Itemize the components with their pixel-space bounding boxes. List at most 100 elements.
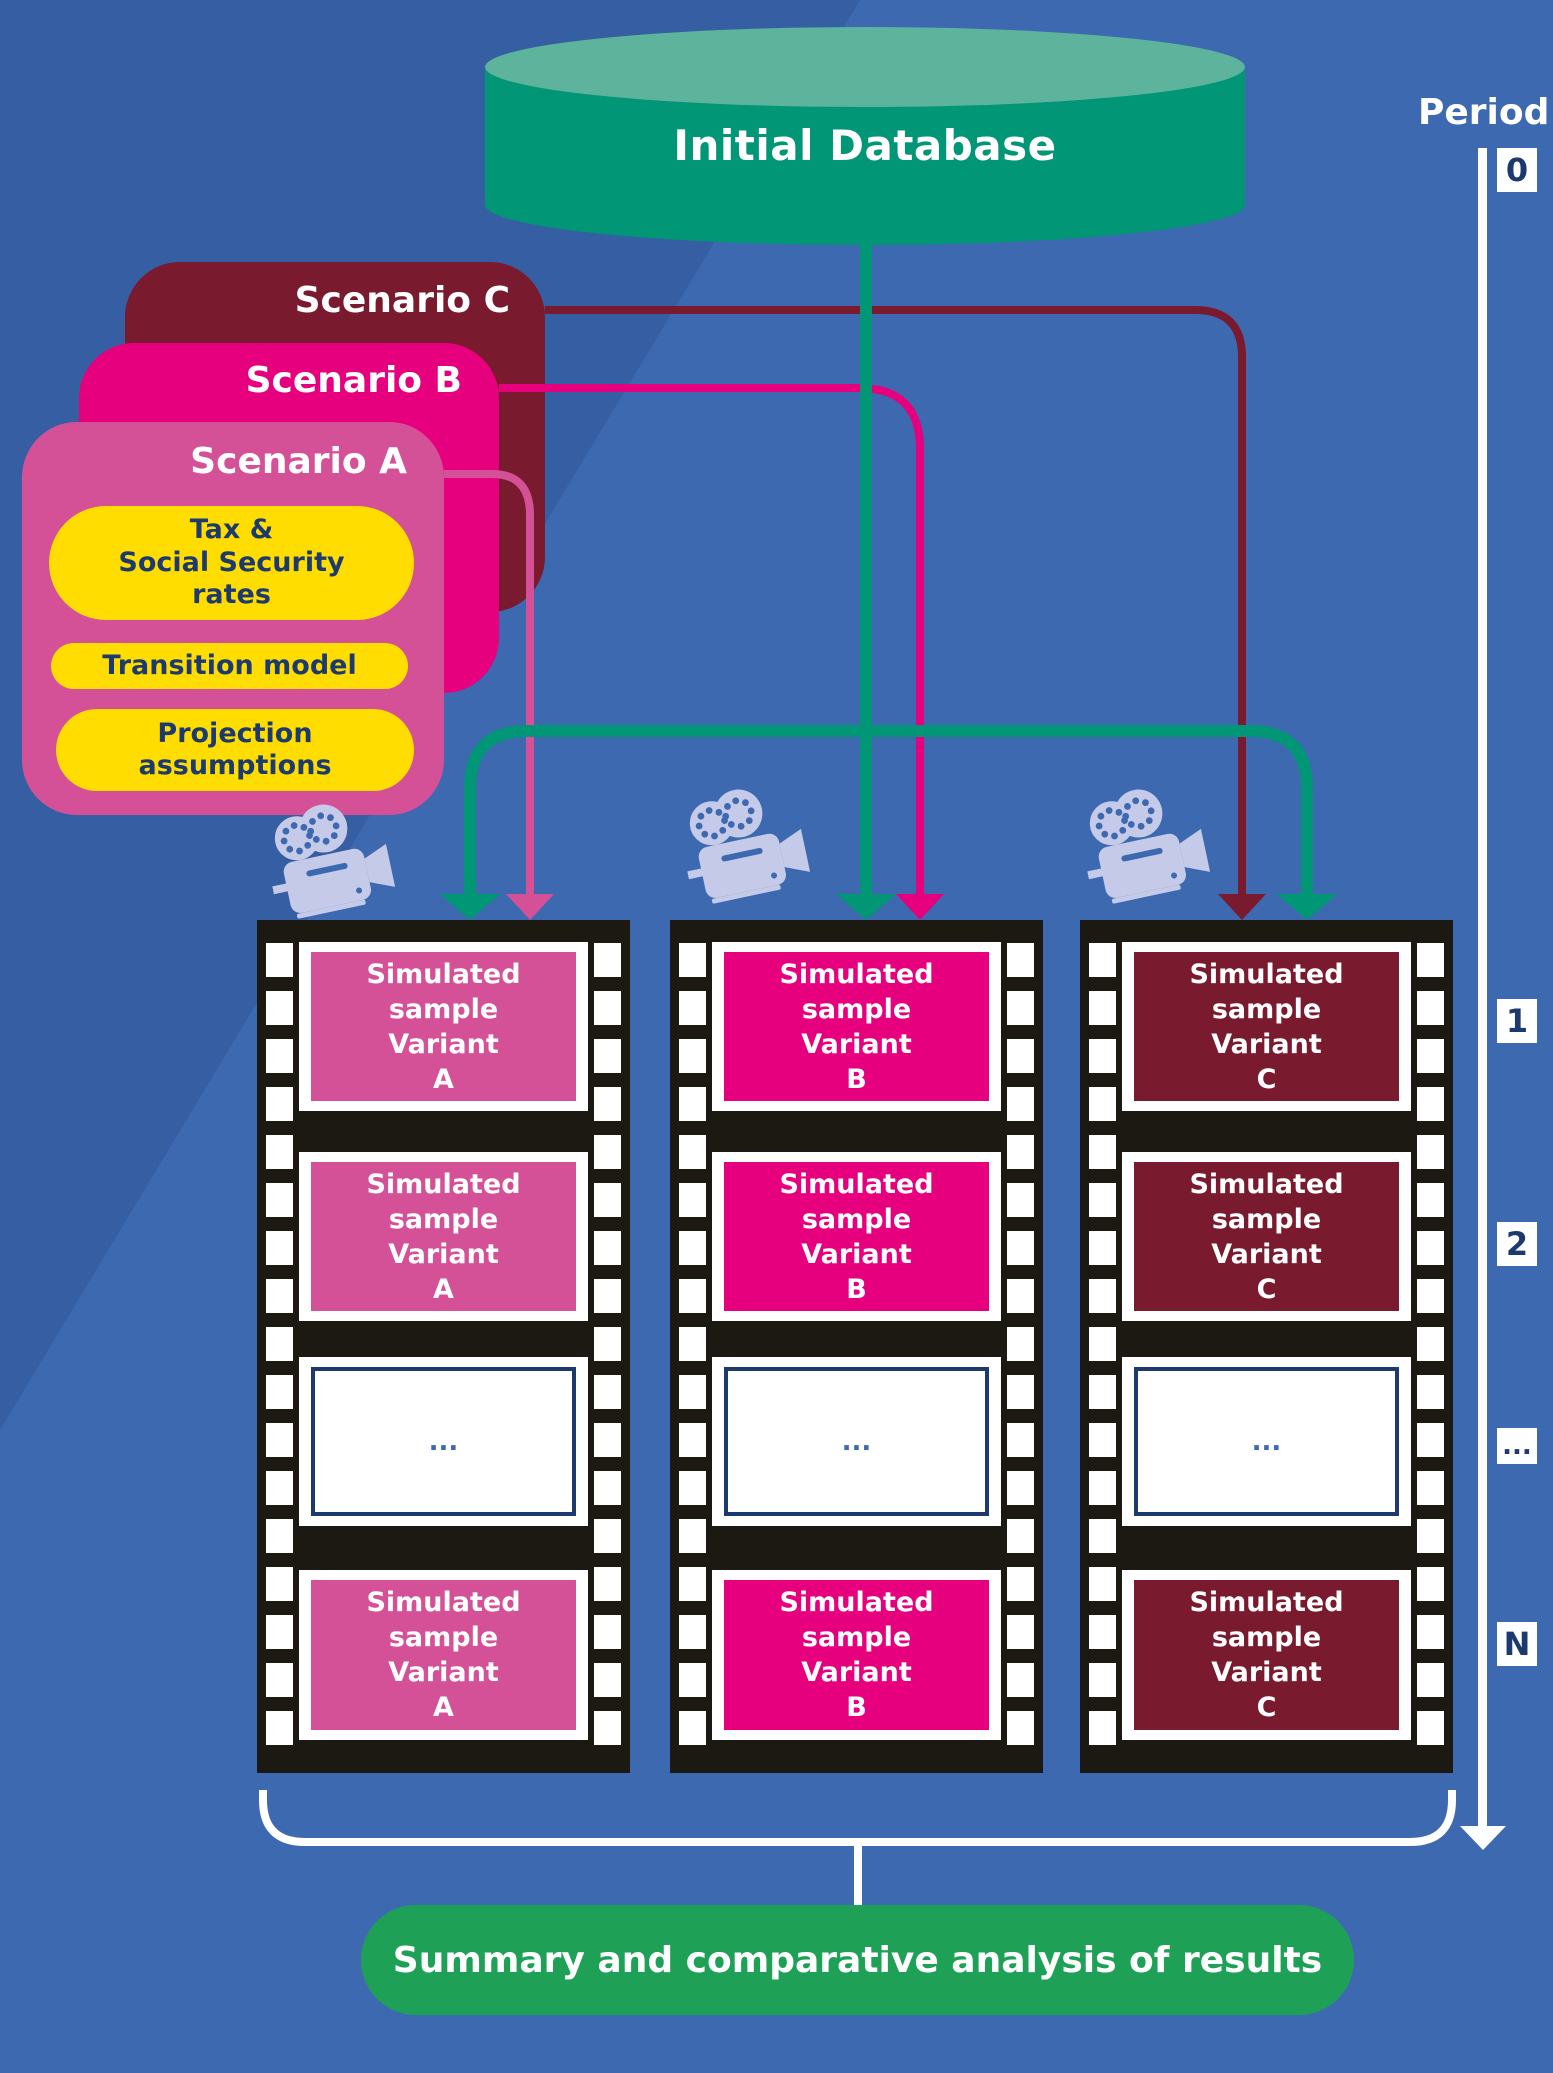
movie-camera-icon	[272, 804, 396, 919]
frame-text-line: sample	[1211, 1203, 1322, 1235]
sprocket-hole	[1007, 1567, 1034, 1601]
sprocket-hole	[1007, 1375, 1034, 1409]
sprocket-hole	[679, 1183, 706, 1217]
sprocket-hole	[1417, 1183, 1444, 1217]
pill-transition-text: Transition model	[102, 649, 357, 681]
sprocket-hole	[1089, 1471, 1116, 1505]
sprocket-hole	[1007, 1471, 1034, 1505]
frame-text-line: Simulated	[779, 1168, 934, 1200]
period-label-n: N	[1497, 1622, 1537, 1666]
frame-text-line: Variant	[388, 1238, 499, 1270]
sprocket-hole	[1007, 1279, 1034, 1313]
sprocket-hole	[594, 1423, 621, 1457]
sprocket-hole	[1007, 1039, 1034, 1073]
frame-text-line: B	[846, 1063, 867, 1095]
sprocket-hole	[266, 1327, 293, 1361]
arrowhead-scenario-a	[506, 894, 554, 920]
frame-text-line: Variant	[801, 1657, 912, 1688]
sprocket-hole	[266, 1183, 293, 1217]
sprocket-hole	[1417, 1615, 1444, 1649]
sprocket-hole	[1089, 1087, 1116, 1121]
sprocket-hole	[1007, 1423, 1034, 1457]
frame-text-line: Variant	[1211, 1657, 1322, 1688]
simulated-sample-frame	[1134, 1162, 1399, 1311]
sprocket-hole	[1089, 991, 1116, 1025]
frame-text-line: sample	[388, 1203, 499, 1235]
sprocket-hole	[1089, 1375, 1116, 1409]
sprocket-hole	[1089, 1519, 1116, 1553]
frame-text-line: B	[846, 1692, 867, 1723]
period-label-0: 0	[1497, 148, 1537, 192]
sprocket-hole	[1007, 1087, 1034, 1121]
frame-text-line: sample	[1211, 1622, 1322, 1653]
period-label-ellipsis: ...	[1497, 1428, 1537, 1464]
frame-text-line: sample	[801, 1203, 912, 1235]
frame-text-line: Simulated	[366, 958, 521, 990]
sprocket-hole	[1007, 1615, 1034, 1649]
sprocket-hole	[1417, 1423, 1444, 1457]
sprocket-hole	[266, 1663, 293, 1697]
sprocket-hole	[266, 1471, 293, 1505]
summary-box: Summary and comparative analysis of resu…	[361, 1905, 1354, 2015]
sprocket-hole	[1417, 1375, 1444, 1409]
simulated-sample-frame	[1134, 952, 1399, 1101]
sprocket-hole	[679, 1471, 706, 1505]
frame-text-line: A	[433, 1273, 454, 1305]
sprocket-hole	[1089, 1327, 1116, 1361]
frame-text-line: Simulated	[779, 1587, 934, 1618]
sprocket-hole	[1007, 943, 1034, 977]
sprocket-hole	[679, 1615, 706, 1649]
arrow-scenario-c	[545, 306, 1246, 896]
sprocket-hole	[266, 1375, 293, 1409]
sprocket-hole	[594, 1615, 621, 1649]
frame-text-line: Simulated	[366, 1168, 521, 1200]
sprocket-hole	[594, 1135, 621, 1169]
pill-projection-line-2: assumptions	[138, 750, 332, 781]
sprocket-hole	[1007, 1135, 1034, 1169]
pill-tax-line-2: Social Security	[118, 546, 345, 578]
arrowhead-database-to-a	[440, 894, 500, 920]
frame-text-line: C	[1256, 1692, 1277, 1723]
sprocket-hole	[1089, 1231, 1116, 1265]
frame-text-line: A	[433, 1063, 454, 1095]
placeholder-frame	[311, 1367, 576, 1516]
sprocket-hole	[1417, 1663, 1444, 1697]
simulated-sample-frame	[724, 1580, 989, 1730]
sprocket-hole	[266, 1279, 293, 1313]
frame-text-line: C	[1256, 1273, 1277, 1305]
frame-text-line: Simulated	[1189, 958, 1344, 990]
arrow-database-branch	[464, 725, 1313, 894]
pill-tax-line-3: rates	[192, 579, 271, 611]
sprocket-hole	[679, 1279, 706, 1313]
frame-text-line: Variant	[1211, 1238, 1322, 1270]
sprocket-hole	[594, 1231, 621, 1265]
sprocket-hole	[1007, 1711, 1034, 1745]
simulated-sample-frame	[724, 952, 989, 1101]
simulated-sample-frame	[311, 1580, 576, 1730]
sprocket-hole	[1417, 1327, 1444, 1361]
sprocket-hole	[1417, 943, 1444, 977]
sprocket-hole	[1089, 1279, 1116, 1313]
sprocket-hole	[594, 1039, 621, 1073]
sprocket-hole	[1089, 1135, 1116, 1169]
frame-text-line: B	[846, 1273, 867, 1305]
scenario-c-title: Scenario C	[294, 279, 510, 321]
sprocket-hole	[1417, 1567, 1444, 1601]
sprocket-hole	[679, 1663, 706, 1697]
cameras	[272, 789, 1211, 919]
period-label-1: 1	[1497, 999, 1537, 1043]
sprocket-hole	[1007, 1327, 1034, 1361]
sprocket-hole	[266, 1567, 293, 1601]
frame-text-line: sample	[1211, 993, 1322, 1025]
movie-camera-icon	[687, 789, 811, 904]
arrowhead-scenario-c	[1218, 894, 1266, 920]
sprocket-hole	[1089, 1663, 1116, 1697]
pill-projection-text: Projection assumptions	[138, 718, 331, 783]
